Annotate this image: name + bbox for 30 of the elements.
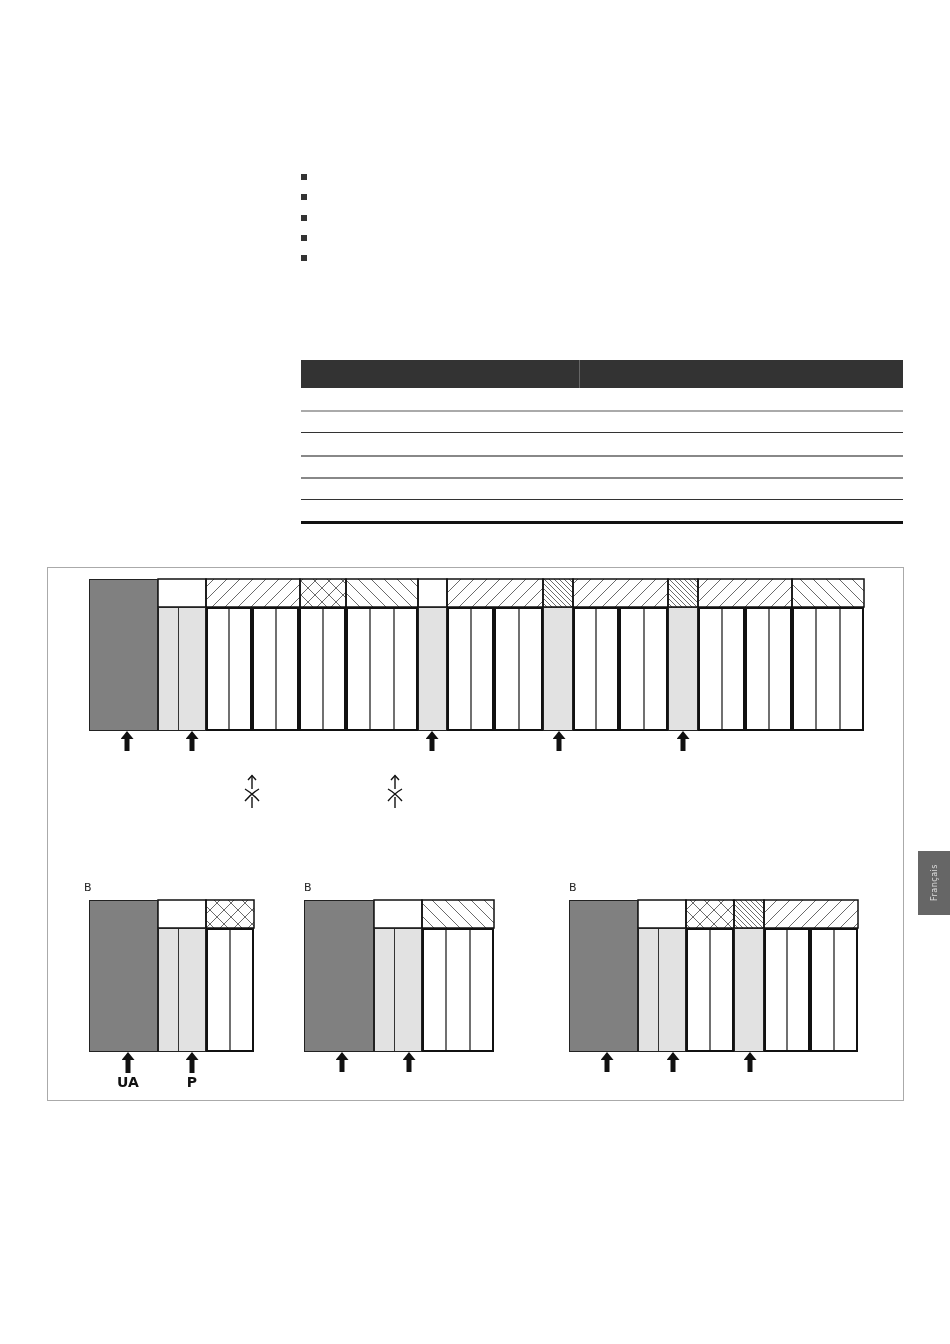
pressure-plate <box>734 928 764 1052</box>
arrow <box>676 731 690 751</box>
arrow <box>185 1052 199 1073</box>
language-tab: Français <box>918 851 950 915</box>
panel-label: B <box>304 880 313 895</box>
pressure-plate <box>668 607 698 731</box>
pressure-plate <box>418 607 447 731</box>
supply-plate <box>374 928 422 1052</box>
arrow <box>185 731 199 751</box>
arrow <box>121 1052 135 1073</box>
arrow <box>600 1052 614 1072</box>
arrow <box>743 1052 757 1072</box>
arrow <box>552 731 566 751</box>
panel-label: B <box>569 880 578 895</box>
panel-label: B <box>84 880 93 895</box>
pressure-plate <box>543 607 573 731</box>
coupler-module <box>89 579 158 731</box>
coupler-module <box>304 900 374 1052</box>
arrow <box>425 731 439 751</box>
port-label: P <box>180 1073 204 1091</box>
supply-plate <box>158 928 206 1052</box>
supply-plate <box>638 928 686 1052</box>
arrow <box>402 1052 416 1072</box>
supply-plate <box>158 607 206 731</box>
coupler-module <box>89 900 158 1052</box>
port-label: UA <box>113 1073 143 1091</box>
coupler-module <box>569 900 638 1052</box>
arrow <box>120 731 134 751</box>
arrow <box>335 1052 349 1072</box>
arrow <box>666 1052 680 1072</box>
